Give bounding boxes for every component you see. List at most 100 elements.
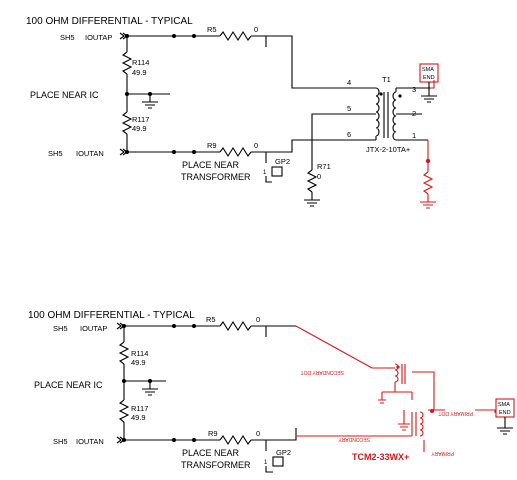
- bottom-tcm-lower-coil-icon: [372, 411, 424, 437]
- top-r5-ref: R5: [207, 25, 217, 34]
- bottom-r9-resistor-icon: [219, 434, 252, 446]
- bottom-sma-label-2: END: [499, 410, 511, 416]
- bottom-r117-value: 49.9: [131, 413, 146, 422]
- bottom-place-near-xfmr-1: PLACE NEAR: [182, 448, 240, 458]
- top-t1-ref: T1: [382, 75, 391, 84]
- top-sma-ground-icon: [421, 82, 437, 103]
- bottom-primary-label: PRIMARY: [431, 450, 454, 456]
- bottom-gp2-pin: 1: [264, 460, 268, 466]
- top-junction: [172, 34, 176, 38]
- bottom-junction: [122, 438, 126, 442]
- bottom-r114-ref: R114: [131, 349, 148, 358]
- top-ground-icon: [142, 94, 158, 109]
- top-t1-pin3: 3: [412, 85, 416, 94]
- bottom-r9-ref: R9: [208, 429, 218, 438]
- top-added-ground-icon: [420, 194, 436, 209]
- top-t1-pin6: 6: [347, 130, 351, 139]
- top-r117-value: 49.9: [132, 124, 147, 133]
- top-junction: [192, 34, 196, 38]
- bottom-sma-ground-icon: [497, 417, 513, 435]
- top-r114-ref: R114: [132, 58, 149, 67]
- bottom-junction: [172, 324, 176, 328]
- bottom-sheet-n: SH5: [53, 437, 68, 446]
- top-sma-label-2: END: [423, 75, 435, 81]
- bottom-gp2-testpoint-icon: [272, 456, 284, 467]
- bottom-gp2-label: GP2: [276, 448, 291, 457]
- top-net-ioutap: IOUTAP: [85, 33, 112, 42]
- top-r71-value: 0: [317, 172, 321, 181]
- top-title: 100 OHM DIFFERENTIAL - TYPICAL: [26, 16, 193, 27]
- bottom-tcm-part: TCM2-33WX+: [352, 452, 409, 462]
- bottom-primary-dot-group: PRIMARY DOT: [438, 410, 473, 416]
- top-r117-ref: R117: [132, 115, 149, 124]
- top-added-resistor-icon: [422, 171, 434, 195]
- top-junction: [172, 150, 176, 154]
- top-net-ioutan: IOUTAN: [76, 149, 104, 158]
- top-schematic: 100 OHM DIFFERENTIAL - TYPICAL SH5 IOUTA…: [26, 16, 439, 209]
- bottom-r114-resistor-icon: [118, 341, 130, 365]
- bottom-junction: [172, 438, 176, 442]
- bottom-gp2-wire: [265, 466, 273, 473]
- top-t1-primary-coil-icon: [375, 87, 380, 140]
- top-r114-value: 49.9: [132, 68, 147, 77]
- top-t1-core-icon: [383, 92, 389, 138]
- bottom-tcm-upper-core-icon: [401, 364, 406, 384]
- bottom-tcm-mid-ground-icon: [398, 410, 410, 431]
- top-r9-resistor-icon: [219, 146, 252, 158]
- bottom-ground-icon: [142, 381, 158, 396]
- top-junction: [125, 150, 129, 154]
- bottom-tcm-ground-link-icon: [378, 382, 413, 404]
- bottom-tcm-dot-icon: [430, 409, 434, 413]
- top-sma-label-1: SMA: [422, 67, 434, 73]
- top-t1-pin2: 2: [412, 109, 416, 118]
- top-r114-resistor-icon: [121, 51, 133, 75]
- bottom-r117-ref: R117: [131, 404, 148, 413]
- bottom-primary-label-group: PRIMARY: [431, 450, 454, 456]
- top-gp2-label: GP2: [275, 157, 290, 166]
- top-t1-part: JTX-2-10TA+: [366, 145, 411, 154]
- top-t1-pin4: 4: [347, 78, 351, 87]
- bottom-sec-dot-label-group: SECONDARY DOT: [301, 369, 344, 375]
- top-r71-ref: R71: [317, 162, 331, 171]
- bottom-r5-resistor-icon: [219, 320, 252, 332]
- bottom-sma-label-1: SMA: [498, 402, 510, 408]
- top-sheet-p: SH5: [60, 33, 75, 42]
- bottom-net-ioutan: IOUTAN: [76, 437, 104, 446]
- bottom-tcm-right-wire: [412, 371, 435, 410]
- top-r9-value: 0: [254, 141, 258, 150]
- top-r9-ref: R9: [207, 141, 217, 150]
- bottom-tcm-lower-core-icon: [411, 412, 417, 436]
- bottom-sma-wire: [475, 409, 496, 413]
- bottom-junction: [192, 438, 196, 442]
- top-sheet-n: SH5: [48, 149, 63, 158]
- top-r117-resistor-icon: [121, 111, 133, 135]
- top-t1-pin1: 1: [412, 131, 416, 140]
- top-r5-value: 0: [254, 25, 258, 34]
- top-t1-secondary-leads: [396, 87, 430, 141]
- top-t1-dot-icon: [379, 92, 383, 96]
- top-t1-pin5: 5: [347, 104, 351, 113]
- top-junction: [192, 150, 196, 154]
- bottom-tcm-dot-icon: [396, 365, 400, 369]
- bottom-r5-ref: R5: [206, 315, 216, 324]
- top-r71-ground-icon: [304, 192, 320, 207]
- top-gp2-wire: [265, 176, 272, 183]
- top-place-near-ic: PLACE NEAR IC: [30, 90, 99, 100]
- top-place-near-xfmr-2: TRANSFORMER: [181, 172, 251, 182]
- top-gp2-pin: 1: [263, 170, 267, 176]
- top-r5-resistor-icon: [219, 30, 252, 42]
- top-r71-resistor-icon: [306, 169, 318, 193]
- bottom-sec-dot-label: SECONDARY DOT: [301, 369, 344, 375]
- top-t1-primary-leads: [360, 87, 376, 141]
- bottom-r5-value: 0: [256, 315, 260, 324]
- bottom-net-ioutap: IOUTAP: [80, 324, 107, 333]
- bottom-primary-dot-label: PRIMARY DOT: [438, 410, 473, 416]
- bottom-title: 100 OHM DIFFERENTIAL - TYPICAL: [28, 310, 195, 321]
- bottom-r114-value: 49.9: [131, 358, 146, 367]
- top-sma-wire: [430, 80, 435, 89]
- bottom-place-near-xfmr-2: TRANSFORMER: [181, 460, 251, 470]
- bottom-secondary-label: SECONDARY: [338, 436, 370, 442]
- top-t1-secondary-coil-icon: [392, 88, 397, 141]
- top-gp2-testpoint-icon: [271, 166, 283, 177]
- top-wire-r5-t1: [251, 35, 360, 89]
